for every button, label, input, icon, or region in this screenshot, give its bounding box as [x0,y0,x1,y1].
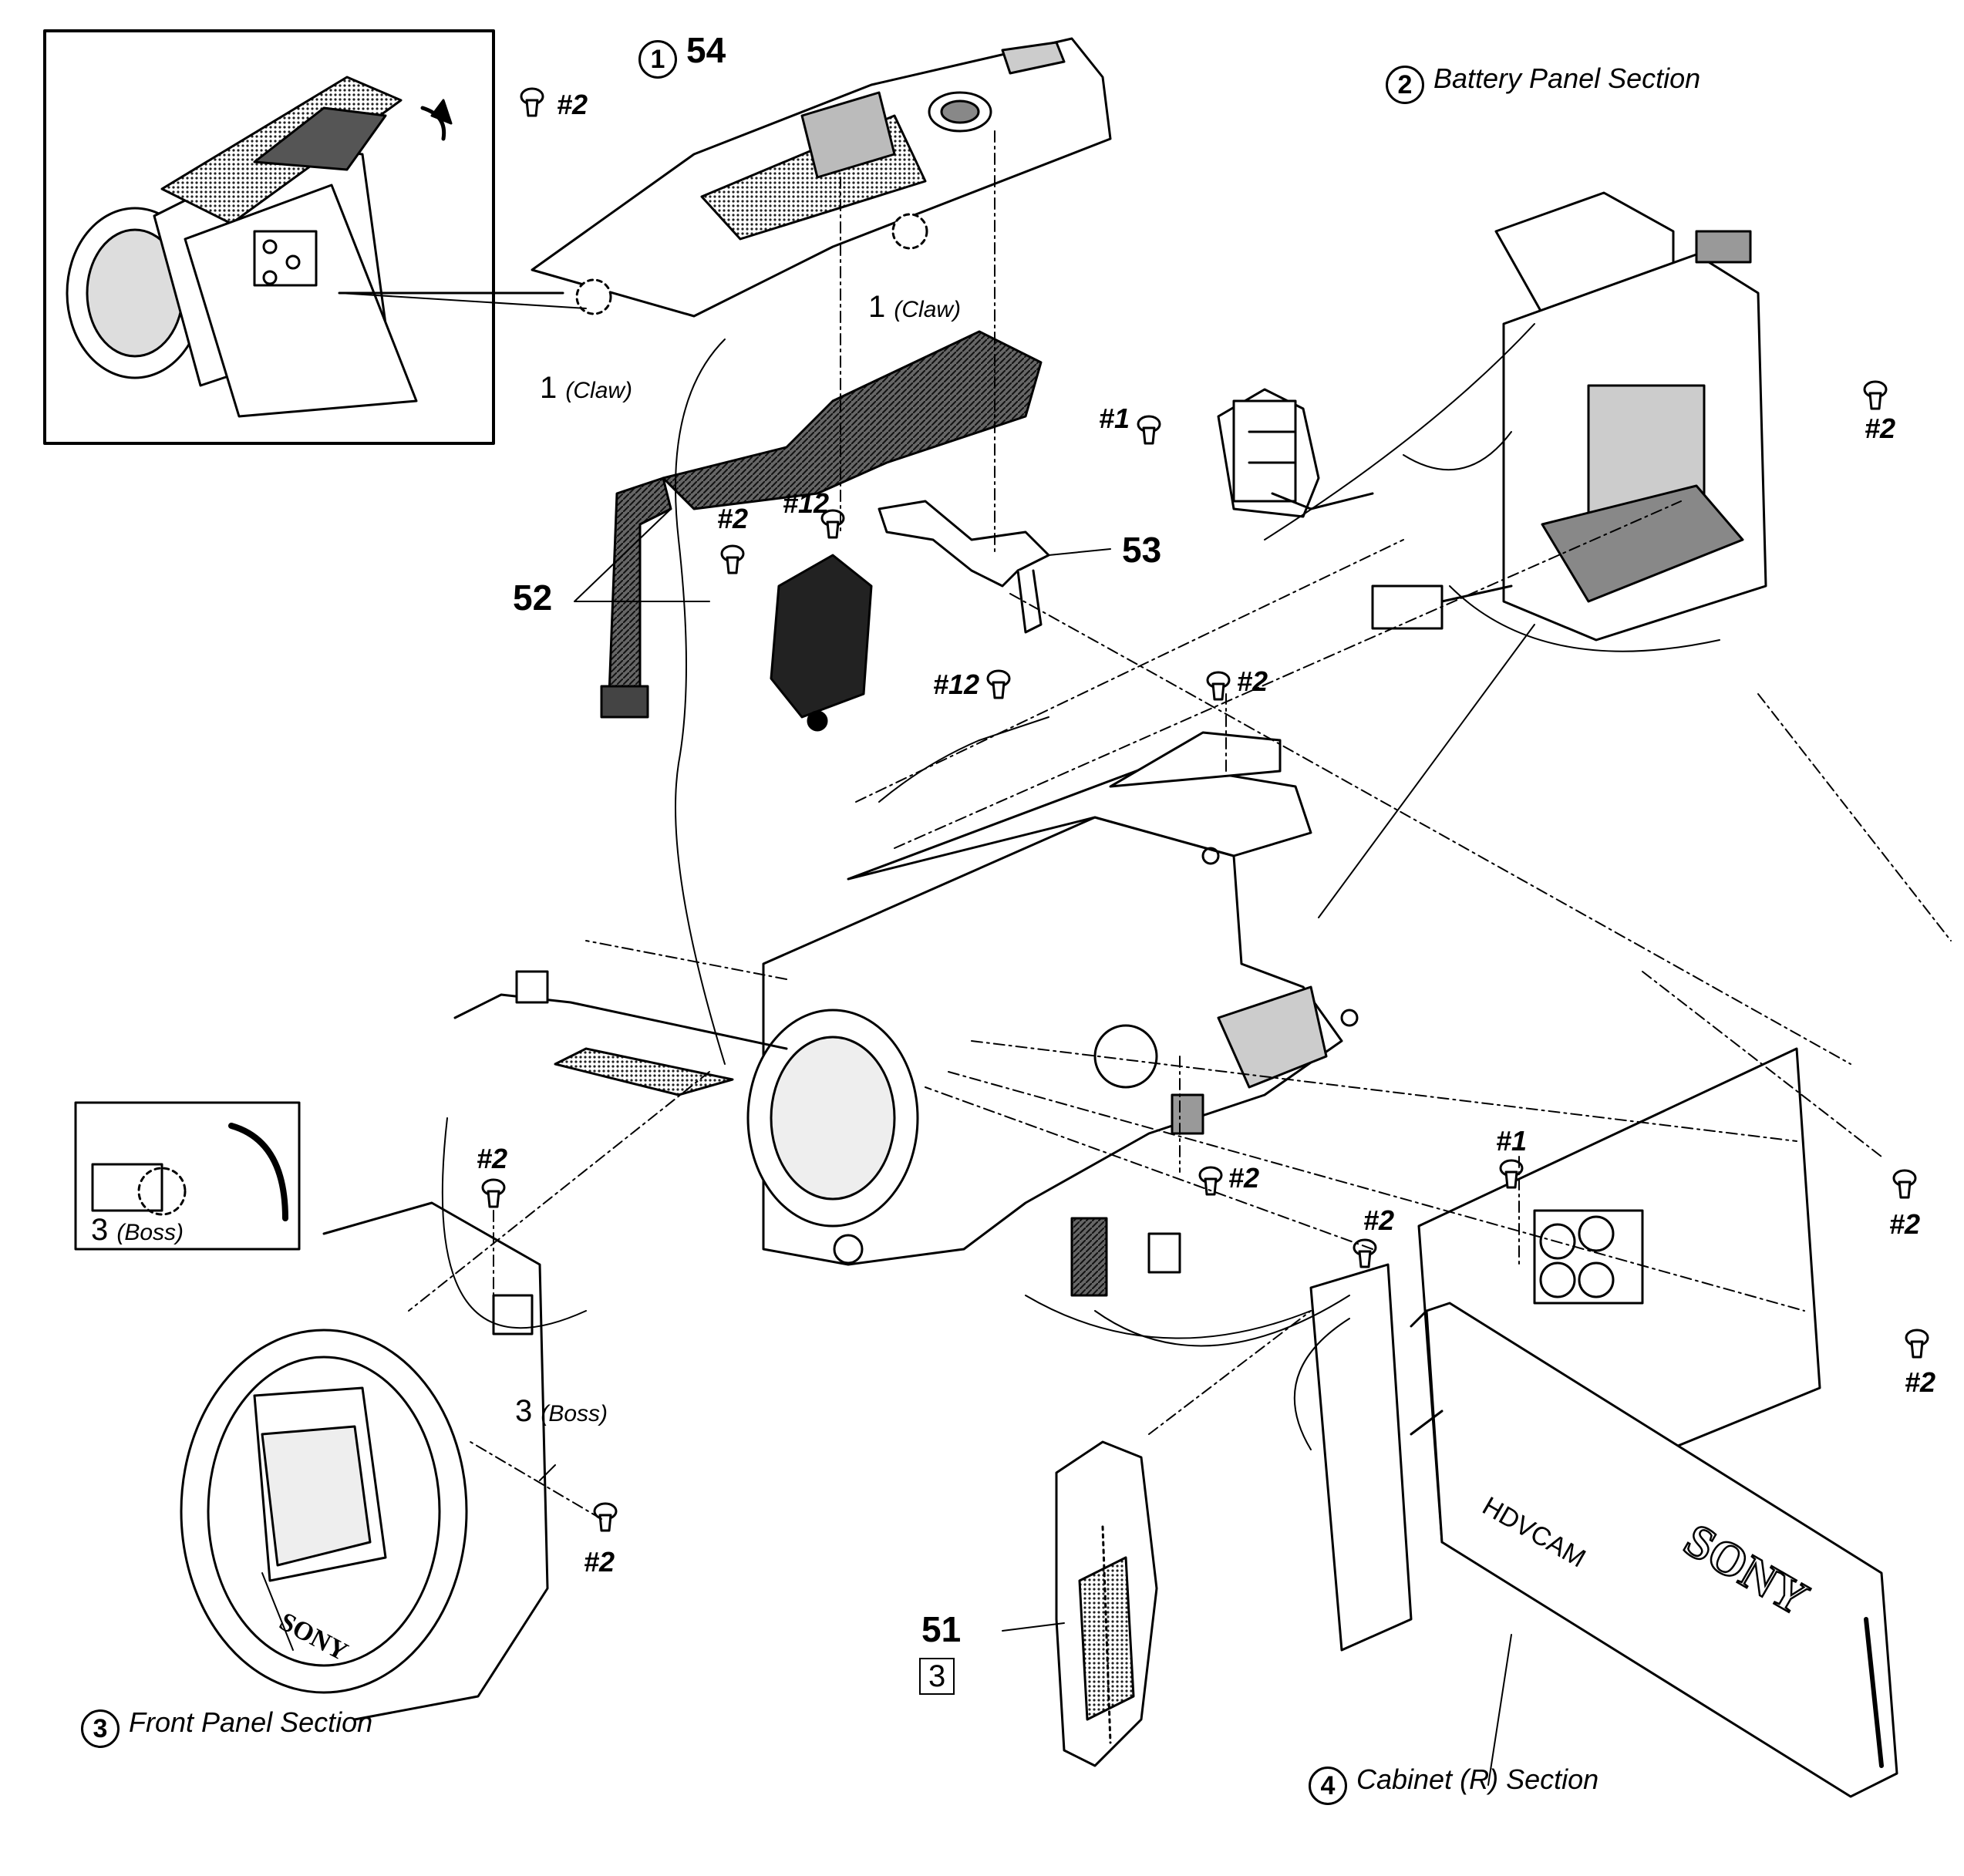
battery-panel-section-text: Battery Panel Section [1433,62,1701,94]
screw-icon-m [1905,1329,1929,1359]
part-52-label: 52 [513,578,553,618]
section-3-label: 3 Front Panel Section [81,1709,372,1748]
flexible-board-part-52 [600,330,1043,732]
cabinet-r-assembly [1309,1047,1898,1798]
screw-icon-f [986,669,1011,699]
claw-step-left-number: 1 [540,371,558,405]
boss-step-inset-number: 3 [91,1213,109,1247]
part-53-label: 53 [1122,530,1162,570]
screw-icon-g [1206,671,1231,701]
screw-icon-c [1863,380,1888,410]
boss-step-panel: 3 (Boss) [515,1396,608,1426]
boss-step-inset: 3 (Boss) [91,1214,184,1245]
screw-icons [481,87,1929,1532]
screw-icon-l [1892,1169,1917,1199]
screw-icon-b [1137,415,1161,445]
main-chassis [746,731,1359,1266]
front-panel-section-text: Front Panel Section [129,1706,373,1738]
battery-panel-assembly [1217,191,1767,642]
claw-step-right-word: (Claw) [894,297,962,322]
top-cabinet-part-54 [531,37,1112,318]
front-panel-assembly [180,1201,549,1721]
screw-label-2-h: #2 [1889,1208,1921,1240]
boss-inset-detail [91,1123,288,1221]
screw-label-2-d: #2 [1237,665,1268,697]
screw-label-2-c: #2 [717,503,749,534]
section-4-label: 4 Cabinet (R) Section [1309,1766,1598,1805]
part-51-ref: 3 [919,1658,955,1695]
screw-label-2-j: #2 [584,1546,615,1578]
screw-icon-a [520,87,544,117]
claw-step-left-word: (Claw) [565,378,633,403]
claw-step-right-number: 1 [868,290,886,324]
screw-label-2-e: #2 [1228,1162,1260,1194]
cabinet-r-section-text: Cabinet (R) Section [1356,1763,1599,1795]
part-51-ref-box: 3 [919,1658,955,1695]
claw-step-left: 1 (Claw) [540,372,632,403]
screw-label-1-b: #1 [1496,1125,1528,1157]
screw-icon-i [481,1178,506,1208]
section-4-number: 4 [1309,1766,1347,1805]
screw-label-2-f: #2 [477,1143,508,1174]
part-51-label: 51 [921,1609,962,1649]
boss-step-panel-word: (Boss) [541,1401,608,1426]
section-1-number: 1 [638,39,677,79]
screw-icon-d [720,544,745,574]
boss-step-inset-word: (Boss) [116,1220,184,1245]
screw-label-2-i: #2 [1905,1366,1936,1398]
claw-step-right: 1 (Claw) [868,291,961,322]
screw-label-2-a: #2 [557,89,588,120]
inset-camcorder [66,76,453,418]
section-3-number: 3 [81,1709,120,1748]
screw-icon-h [1198,1166,1223,1196]
inset-frame [43,29,495,445]
screw-icon-k [1353,1238,1377,1268]
part-54-label: 54 [686,30,726,70]
small-flex-left [453,970,788,1096]
bracket-part-53 [878,500,1050,634]
section-2-number: 2 [1386,65,1424,104]
grip-part-51 [1055,1440,1158,1767]
section-2-label: 2 Battery Panel Section [1386,65,1700,104]
screw-label-1-a: #1 [1099,402,1130,434]
screw-label-2-b: #2 [1865,413,1896,444]
screw-label-12-b: #12 [933,669,980,700]
screw-icon-j [1499,1159,1524,1189]
boss-step-panel-number: 3 [515,1394,533,1428]
leader-lines [261,130,1952,1786]
screw-label-2-g: #2 [1363,1204,1395,1236]
screw-icon-n [593,1502,618,1532]
screw-label-12-a: #12 [783,487,830,519]
screw-icon-e [820,509,845,539]
